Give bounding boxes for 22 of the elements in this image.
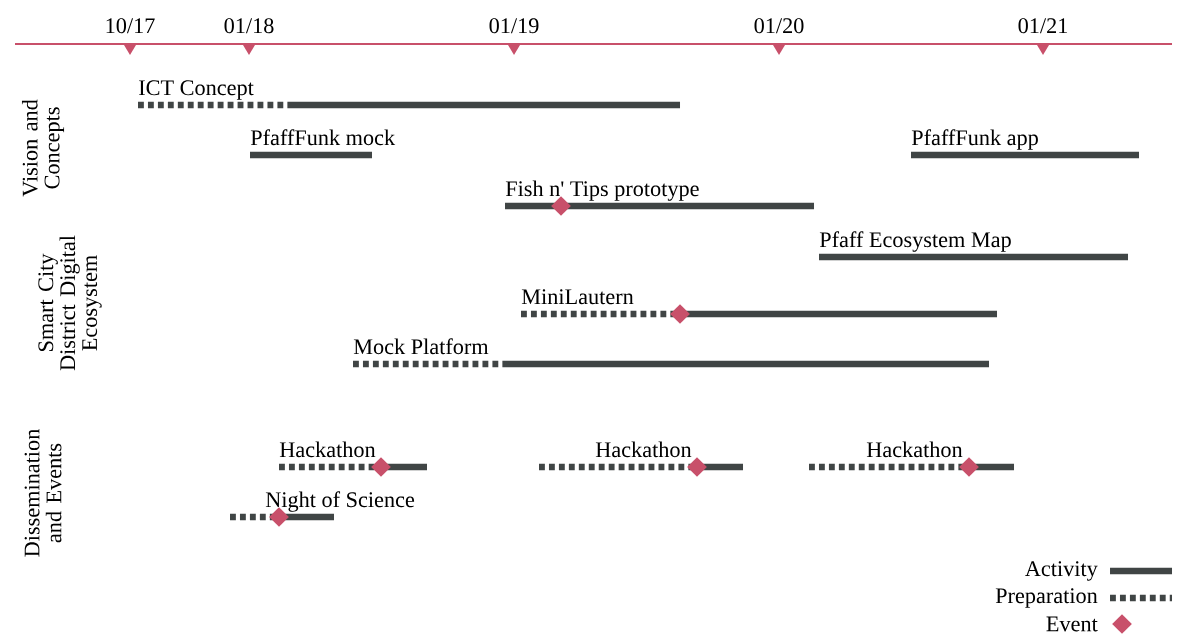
legend-label: Event (1046, 616, 1098, 632)
activity-label: MiniLautern (521, 289, 634, 305)
tick-label: 01/18 (224, 18, 274, 34)
activity-label: Mock Platform (353, 338, 489, 355)
tick-label: 01/19 (489, 18, 539, 34)
legend-label: Preparation (995, 588, 1098, 608)
row-header: Vision and Concepts (21, 99, 65, 197)
tick-label: 01/21 (1018, 18, 1068, 34)
activity-label: Night of Science (265, 491, 415, 512)
activity-label: Hackathon (866, 441, 963, 458)
row-header: Dissemination and Events (24, 429, 62, 557)
legend-label: Activity (1025, 561, 1098, 581)
activity-label: Hackathon (279, 441, 376, 458)
activity-label: Hackathon (595, 441, 692, 458)
activity-label: ICT Concept (139, 80, 254, 100)
activity-label: Fish n' Tips prototype (505, 180, 699, 201)
tick-label: 10/17 (106, 18, 155, 34)
activity-label: PfaffFunk app (911, 129, 1038, 150)
tick-label: 01/20 (754, 18, 804, 34)
activity-label: Pfaff Ecosystem Map (819, 231, 1011, 252)
row-header: Smart City District Digital Ecosystem (38, 235, 102, 371)
activity-label: PfaffFunk mock (250, 129, 396, 146)
